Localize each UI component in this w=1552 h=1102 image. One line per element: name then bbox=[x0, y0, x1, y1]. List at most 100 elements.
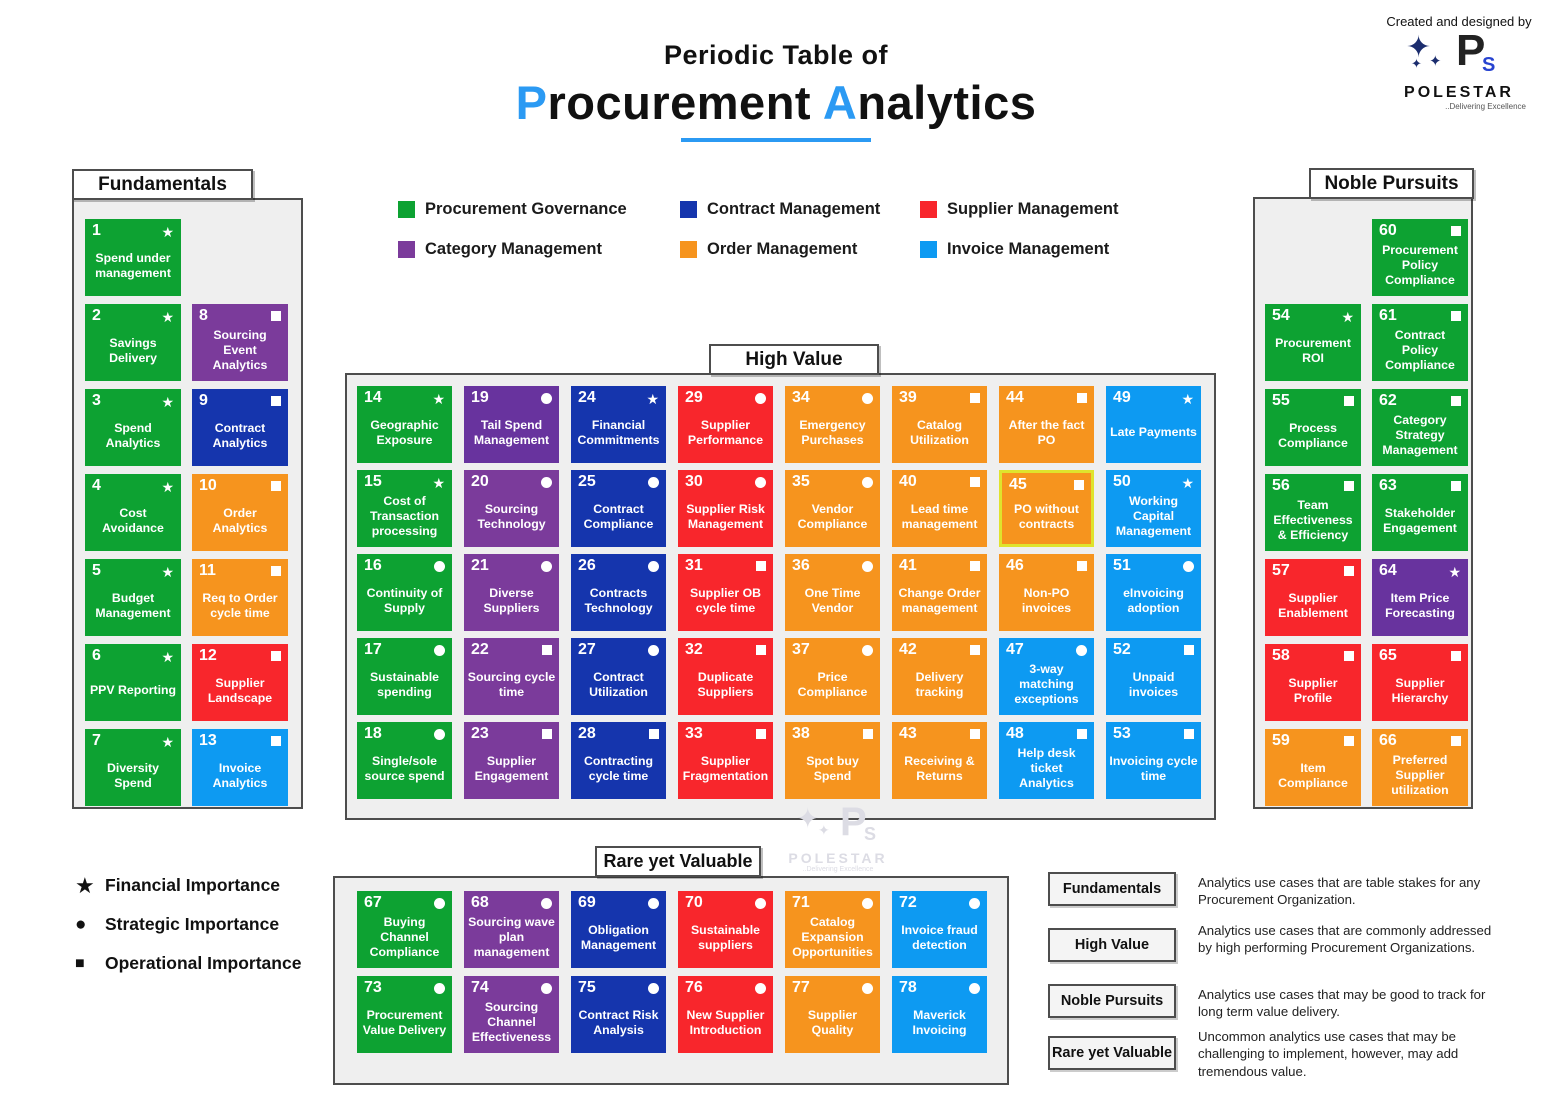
legend-label: Procurement Governance bbox=[425, 200, 627, 218]
tile-label: Supplier Enablement bbox=[1278, 590, 1348, 620]
description-text: Analytics use cases that are commonly ad… bbox=[1198, 923, 1492, 956]
tile-label: Late Payments bbox=[1110, 425, 1197, 440]
tile-number: 19 bbox=[471, 389, 489, 406]
square-icon bbox=[970, 727, 980, 739]
circle-icon bbox=[541, 896, 552, 909]
circle-icon bbox=[862, 643, 873, 656]
square-icon bbox=[1451, 649, 1461, 661]
watermark-logo-icon: ✦✦ P S bbox=[796, 800, 877, 844]
tile-label: Help desk ticket Analytics bbox=[1017, 746, 1076, 790]
importance-key-item: ■Operational Importance bbox=[75, 944, 301, 983]
tile-number: 11 bbox=[199, 562, 216, 579]
tile-label: Sourcing Technology bbox=[477, 501, 546, 531]
tile-number: 62 bbox=[1379, 392, 1397, 409]
description-box-label: Rare yet Valuable bbox=[1048, 1036, 1176, 1070]
circle-icon bbox=[862, 896, 873, 909]
logo-letter-p: P bbox=[1456, 26, 1486, 75]
tile-label: Receiving & Returns bbox=[904, 753, 975, 783]
tile-label: Contracting cycle time bbox=[584, 753, 653, 783]
tile-label: Procurement ROI bbox=[1275, 335, 1351, 365]
importance-key-label: Operational Importance bbox=[105, 953, 302, 973]
tile-number: 59 bbox=[1272, 732, 1290, 749]
tile-number: 12 bbox=[199, 647, 217, 664]
tile-label: 3-way matching exceptions bbox=[1014, 662, 1079, 706]
circle-icon bbox=[541, 981, 552, 994]
tile-number: 45 bbox=[1009, 476, 1027, 493]
tile-number: 39 bbox=[899, 389, 917, 406]
tile-number: 35 bbox=[792, 473, 810, 490]
tile-label: Lead time management bbox=[901, 501, 978, 531]
circle-icon: ● bbox=[75, 913, 87, 935]
square-icon bbox=[271, 564, 281, 576]
tile-number: 58 bbox=[1272, 647, 1290, 664]
tile-number: 64 bbox=[1379, 562, 1397, 579]
tile-label: Sustainable spending bbox=[369, 669, 440, 699]
tile-54: 54★Procurement ROI bbox=[1265, 304, 1361, 381]
star-icon: ★ bbox=[161, 649, 174, 665]
tile-label: PPV Reporting bbox=[89, 683, 177, 698]
square-icon bbox=[271, 649, 281, 661]
square-icon bbox=[863, 727, 873, 739]
circle-icon bbox=[755, 391, 766, 404]
section-tab-fundamentals: Fundamentals bbox=[72, 169, 253, 200]
tile-label: Supplier Landscape bbox=[207, 675, 273, 705]
tile-number: 33 bbox=[685, 725, 703, 742]
circle-icon bbox=[862, 981, 873, 994]
tile-number: 23 bbox=[471, 725, 489, 742]
circle-icon bbox=[755, 896, 766, 909]
importance-key-item: ●Strategic Importance bbox=[75, 905, 301, 944]
watermark-tagline: ..Delivering Excellence bbox=[802, 866, 874, 873]
square-icon bbox=[1451, 224, 1461, 236]
tile-number: 68 bbox=[471, 894, 489, 911]
description-text: Analytics use cases that are table stake… bbox=[1198, 875, 1481, 908]
square-icon bbox=[1451, 309, 1461, 321]
tile-number: 60 bbox=[1379, 222, 1397, 239]
tile-number: 21 bbox=[471, 557, 489, 574]
circle-icon bbox=[434, 559, 445, 572]
description-box-label: High Value bbox=[1048, 928, 1176, 962]
circle-icon bbox=[434, 896, 445, 909]
square-icon bbox=[649, 727, 659, 739]
tile-label: Procurement Policy Compliance bbox=[1382, 243, 1458, 287]
tile-number: 53 bbox=[1113, 725, 1131, 742]
tile-label: Req to Order cycle time bbox=[202, 590, 278, 620]
tile-1: 1★Spend under management bbox=[85, 219, 181, 296]
square-icon bbox=[271, 309, 281, 321]
importance-key-item: ★Financial Importance bbox=[75, 866, 301, 905]
circle-icon bbox=[969, 896, 980, 909]
tile-label: Process Compliance bbox=[1278, 420, 1348, 450]
legend-item: Procurement Governance bbox=[398, 200, 680, 219]
tile-label: Supplier Hierarchy bbox=[1391, 675, 1449, 705]
tile-label: Invoice fraud detection bbox=[901, 922, 978, 952]
square-icon bbox=[271, 394, 281, 406]
square-icon bbox=[1344, 649, 1354, 661]
tile-number: 13 bbox=[199, 732, 217, 749]
star-icon: ★ bbox=[1341, 309, 1354, 325]
tile-number: 2 bbox=[92, 307, 101, 324]
brand-tagline: ..Delivering Excellence bbox=[1445, 102, 1526, 111]
tile-number: 66 bbox=[1379, 732, 1397, 749]
tile-label: Invoice Analytics bbox=[212, 760, 268, 790]
tile-49: 49★Late Payments bbox=[1106, 386, 1201, 463]
section-tab-high-value: High Value bbox=[709, 344, 879, 375]
tile-label: Catalog Expansion Opportunities bbox=[792, 915, 873, 959]
tile-3: 3★Spend Analytics bbox=[85, 389, 181, 466]
square-icon bbox=[1074, 478, 1084, 490]
tile-label: Category Strategy Management bbox=[1382, 413, 1458, 457]
star-icon: ★ bbox=[1181, 475, 1194, 491]
circle-icon bbox=[1183, 559, 1194, 572]
page-title: Periodic Table of Procurement Analytics bbox=[0, 40, 1552, 142]
legend-label: Invoice Management bbox=[947, 240, 1110, 258]
